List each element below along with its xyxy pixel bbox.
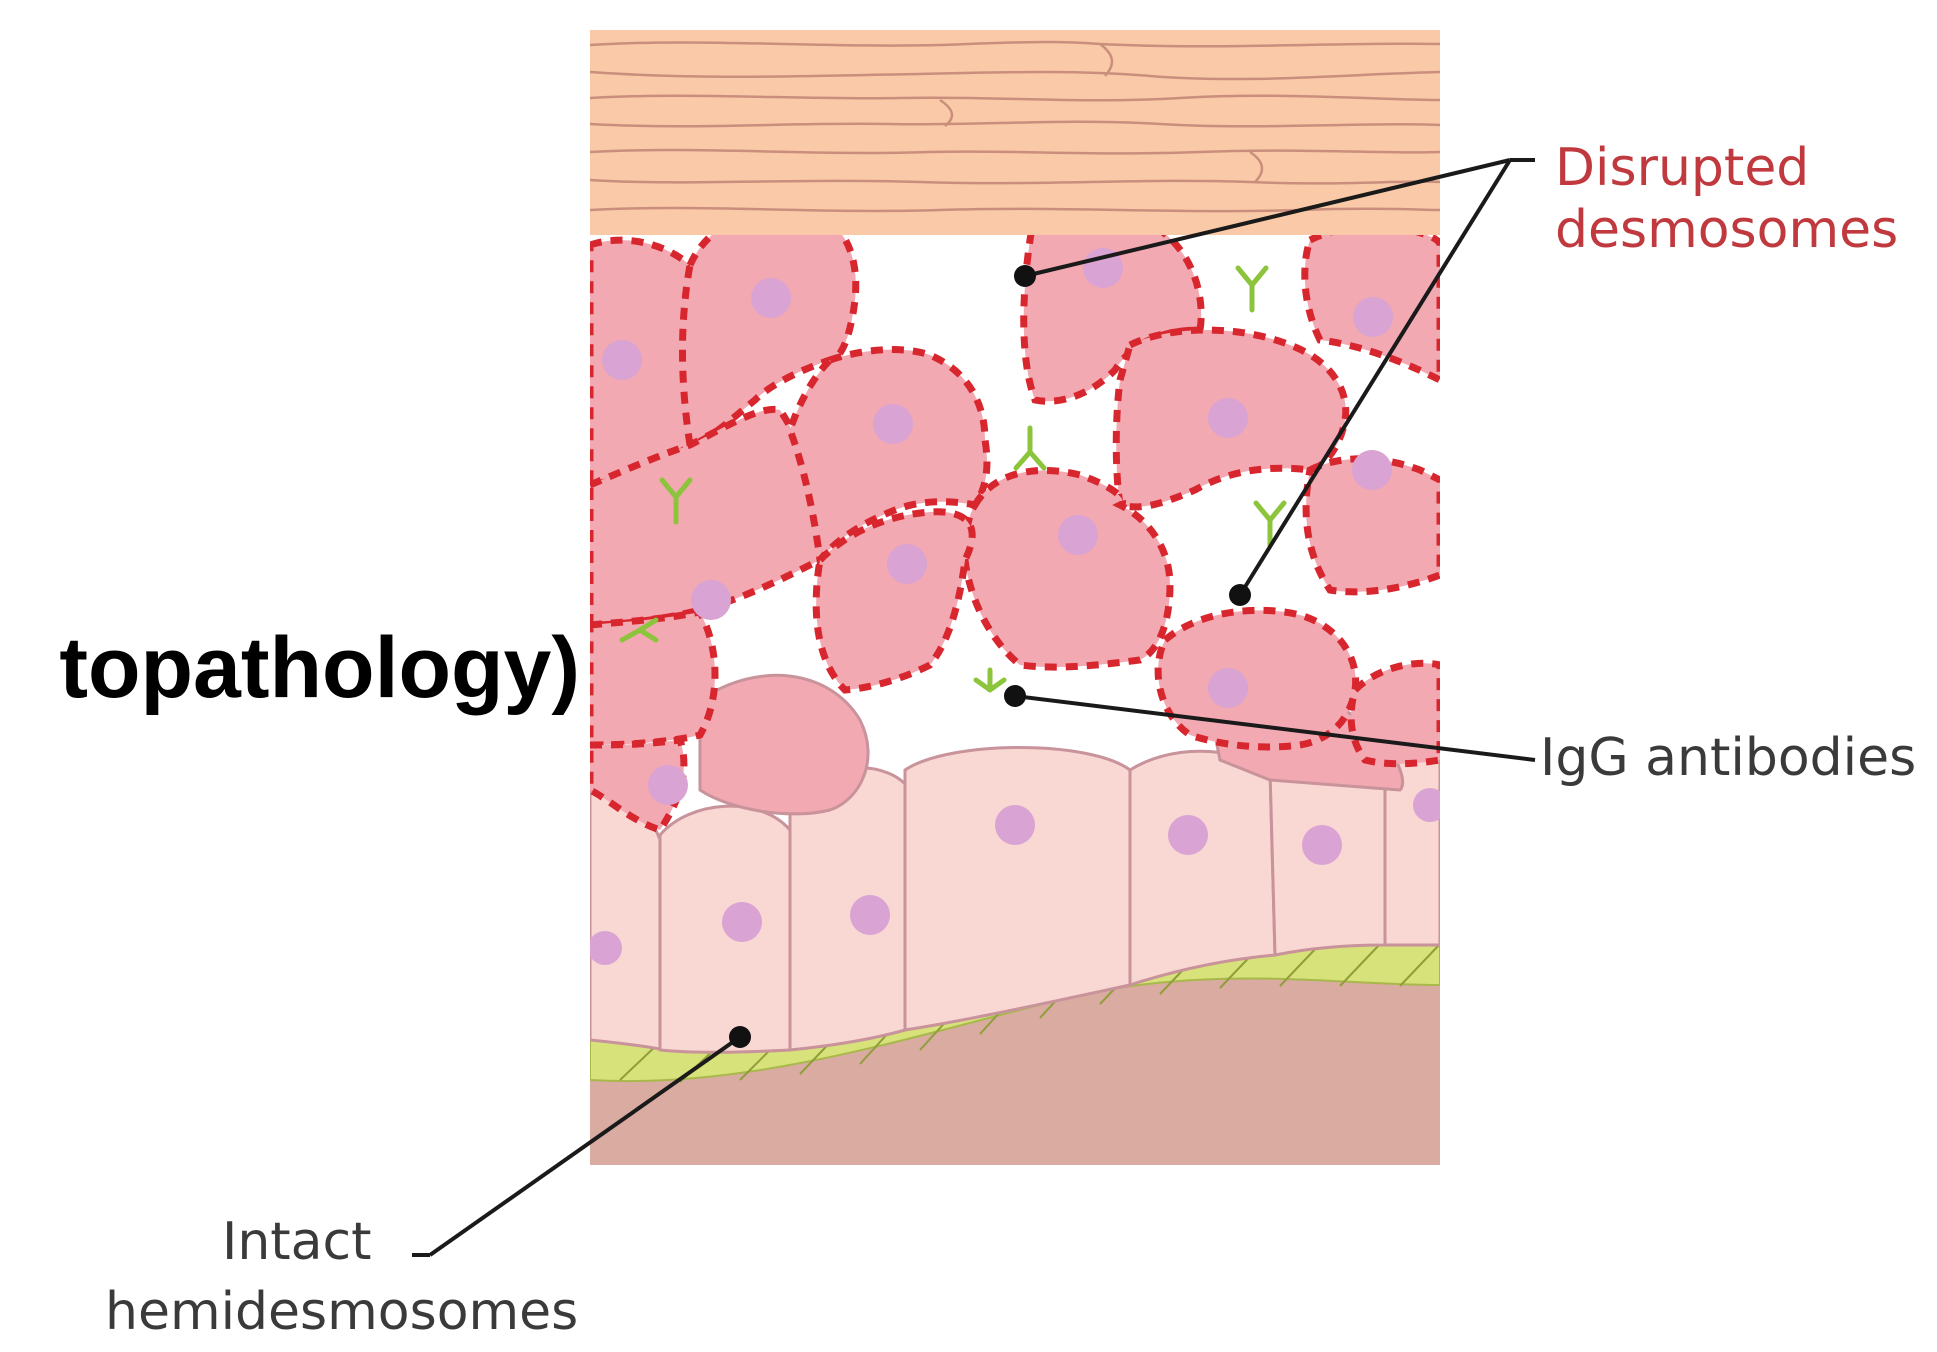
intact-label: Intact [222,1212,372,1272]
igg-antibody-dot [1004,685,1026,707]
stratum-corneum [590,30,1440,235]
hemidesmosomes-label: hemidesmosomes [105,1282,578,1342]
disrupted-desmosome-dot-2 [1229,584,1251,606]
disrupted-desmosomes-label-line1: Disrupted [1555,138,1809,198]
disrupted-desmosomes-label-line2: desmosomes [1555,200,1898,260]
disrupted-desmosome-dot-1 [1014,265,1036,287]
hemidesmosome-dot [729,1026,751,1048]
igg-antibodies-label: IgG antibodies [1540,728,1916,788]
